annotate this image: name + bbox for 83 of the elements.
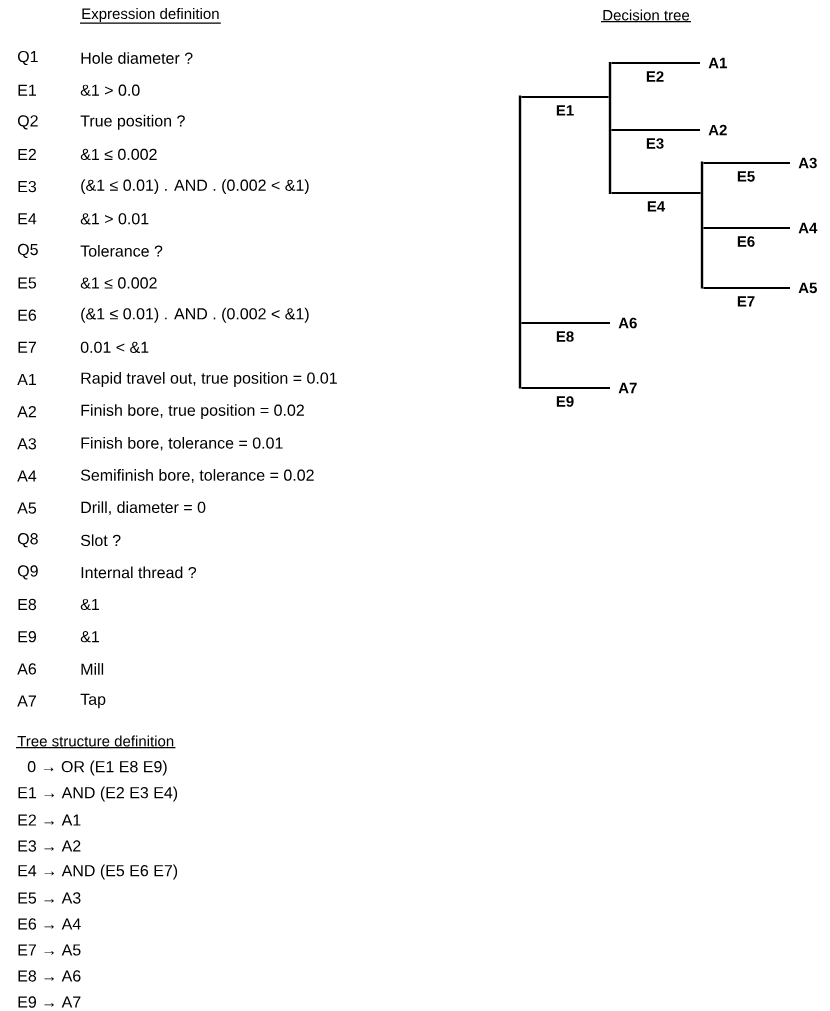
edge-label: E1 [556,105,574,116]
expression-code: A7 [17,695,36,707]
expression-code: E3 [18,180,37,193]
leaf-label: A1 [708,57,727,69]
tree-rule: E8 → A6 [18,970,81,982]
branch-line [520,96,610,98]
expression-text: Rapid travel out, true position = 0.01 [81,372,337,387]
leaf-label: A3 [798,157,817,169]
expression-code: A3 [17,438,37,450]
expression-text: Mill [81,663,104,675]
branch-line [520,322,611,324]
edge-label: E7 [737,296,755,307]
expression-code: A1 [17,374,36,385]
section-heading: Decision tree [600,9,692,23]
leaf-label: A4 [798,222,818,234]
leaf-label: A5 [798,282,817,294]
expression-text: Tap [80,693,106,709]
branch-line [610,192,702,194]
leaf-label: A6 [618,317,637,329]
tree-rule: E1 → AND (E2 E3 E4) [18,786,178,802]
tree-rule: E6 → A4 [18,918,81,930]
expression-text: Hole diameter ? [81,52,193,64]
leaf-label: A2 [708,124,727,136]
expression-text: Finish bore, true position = 0.02 [81,404,304,420]
expression-text: Slot ? [80,534,121,547]
tree-branch [608,62,612,194]
branch-line [702,162,791,164]
branch-line [702,227,791,229]
tree-rule: E3 → A2 [18,840,81,852]
expression-text: Tolerance ? [80,245,163,257]
expression-code: A6 [17,663,37,675]
expression-code: E1 [18,84,36,96]
expression-text: (&1 ≤ 0.01) . AND . (0.002 < &1) [81,179,309,195]
expression-code: A4 [17,470,37,482]
expression-code: Q8 [17,533,38,548]
edge-label: E5 [737,171,755,182]
expression-code: E5 [18,277,37,289]
tree-rule: E7 → A5 [18,944,81,956]
tree-rule: E2 → A1 [18,814,81,826]
branch-line [610,62,701,64]
edge-label: E8 [556,331,574,342]
branch-line [520,387,611,389]
tree-rule: E9 → A7 [18,996,81,1008]
expression-code: E6 [18,309,37,321]
expression-code: E9 [18,631,36,643]
expression-text: Semifinish bore, tolerance = 0.02 [80,469,314,483]
expression-code: E8 [18,598,37,611]
expression-code: E4 [18,213,37,225]
edge-label: E9 [556,396,574,407]
tree-rule: 0 → OR (E1 E8 E9) [27,760,167,776]
expression-code: A2 [17,406,36,418]
expression-text: &1 [80,631,99,643]
edge-label: E6 [737,236,755,247]
expression-text: &1 ≤ 0.002 [80,277,157,289]
branch-line [702,287,791,289]
tree-rule: E5 → A3 [18,892,81,904]
expression-text: &1 ≤ 0.002 [80,148,157,161]
expression-code: Q5 [17,243,38,258]
section-heading: Expression definition [79,8,222,24]
expression-code: Q2 [17,115,38,130]
expression-text: True position ? [80,114,185,130]
expression-code: A5 [17,502,37,514]
expression-code: Q9 [17,565,38,580]
expression-text: 0.01 < &1 [80,341,149,353]
section-heading: Tree structure definition [15,735,176,749]
edge-label: E3 [646,138,664,149]
expression-text: Finish bore, tolerance = 0.01 [81,437,283,451]
tree-rule: E4 → AND (E5 E6 E7) [18,864,178,880]
edge-label: E2 [646,71,664,82]
branch-line [610,129,701,131]
leaf-label: A7 [618,382,637,394]
expression-code: E2 [18,148,36,160]
expression-text: &1 [80,598,99,611]
expression-text: Internal thread ? [81,566,197,579]
expression-text: &1 > 0.0 [80,84,140,96]
expression-text: (&1 ≤ 0.01) . AND . (0.002 < &1) [81,307,309,323]
expression-code: Q1 [17,50,38,66]
tree-branch [518,95,522,389]
edge-label: E4 [647,201,666,212]
expression-code: E7 [18,341,36,353]
expression-text: &1 > 0.01 [80,213,149,225]
tree-branch [700,161,704,289]
expression-text: Drill, diameter = 0 [81,501,206,515]
